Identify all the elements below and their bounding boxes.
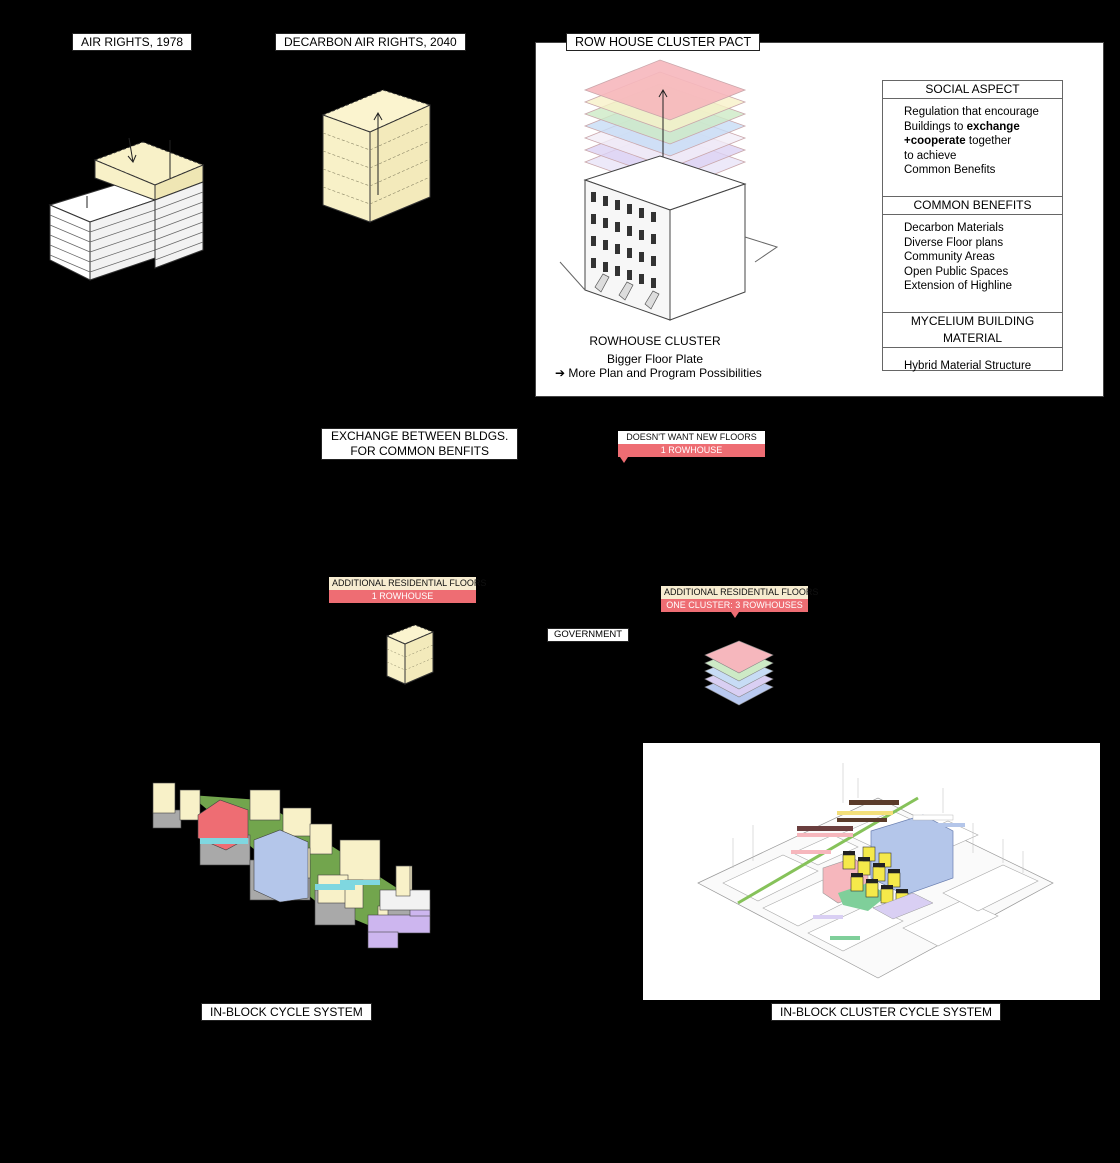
label-air-rights-1978: AIR RIGHTS, 1978 xyxy=(72,33,193,51)
pact-caption-title: ROWHOUSE CLUSTER xyxy=(585,334,725,349)
benefit-item: Community Areas xyxy=(904,251,995,263)
social-aspect-box: SOCIAL ASPECT Regulation that encourage … xyxy=(882,80,1063,199)
social-line-3: +cooperate together xyxy=(904,135,1012,147)
doesnt-want-new-floors-tag: DOESN'T WANT NEW FLOORS 1 ROWHOUSE xyxy=(618,431,765,463)
exchange-label: EXCHANGE BETWEEN BLDGS. FOR COMMON BENFI… xyxy=(321,428,519,460)
pact-caption-line2: ➔ More Plan and Program Possibilities xyxy=(555,366,762,381)
label-in-block-cluster-cycle-system: IN-BLOCK CLUSTER CYCLE SYSTEM xyxy=(771,1003,1002,1021)
social-line-4: to achieve xyxy=(904,149,957,162)
common-benefits-box: COMMON BENEFITS Decarbon Materials Diver… xyxy=(882,196,1063,315)
air-rights-1978-diagram xyxy=(48,137,205,281)
social-line-1: Regulation that encourage xyxy=(904,106,1039,118)
benefit-item: Decarbon Materials xyxy=(904,222,1004,234)
cluster-floor-plates-stack xyxy=(704,640,774,706)
rowhouse-cluster-illustration xyxy=(559,59,779,321)
label-row-house-cluster-pact: ROW HOUSE CLUSTER PACT xyxy=(566,33,761,51)
social-aspect-body: Regulation that encourage Buildings to e… xyxy=(883,99,1062,184)
government-label: GOVERNMENT xyxy=(547,628,630,642)
single-rowhouse-air-rights-block xyxy=(385,624,435,685)
social-line-2: Buildings to exchange xyxy=(904,120,1020,133)
social-aspect-title: SOCIAL ASPECT xyxy=(883,81,1062,99)
cluster-cycle-isometric-map xyxy=(697,763,1054,979)
additional-floors-one-rowhouse-tag: ADDITIONAL RESIDENTIAL FLOORS 1 ROWHOUSE xyxy=(329,577,486,603)
common-benefits-list: Decarbon Materials Diverse Floor plans C… xyxy=(883,215,1062,300)
common-benefits-title: COMMON BENEFITS xyxy=(883,197,1062,215)
mycelium-material-box: MYCELIUM BUILDING MATERIAL Hybrid Materi… xyxy=(882,312,1063,372)
label-in-block-cycle-system: IN-BLOCK CYCLE SYSTEM xyxy=(201,1003,372,1021)
benefit-item: Extension of Highline xyxy=(904,280,1013,292)
additional-floors-cluster-tag: ADDITIONAL RESIDENTIAL FLOORS ONE CLUSTE… xyxy=(661,586,818,618)
decarbon-air-rights-2040-diagram xyxy=(321,89,432,223)
mycelium-material-item: Hybrid Material Structure xyxy=(904,360,1032,372)
benefit-item: Diverse Floor plans xyxy=(904,236,1004,249)
benefit-item: Open Public Spaces xyxy=(904,265,1009,278)
mycelium-material-title: MYCELIUM BUILDING MATERIAL xyxy=(883,313,1062,348)
social-line-5: Common Benefits xyxy=(904,164,996,176)
pact-caption-line1: Bigger Floor Plate xyxy=(585,352,725,367)
label-decarbon-air-rights-2040: DECARBON AIR RIGHTS, 2040 xyxy=(275,33,466,51)
in-block-cycle-system-diagram xyxy=(152,782,431,949)
